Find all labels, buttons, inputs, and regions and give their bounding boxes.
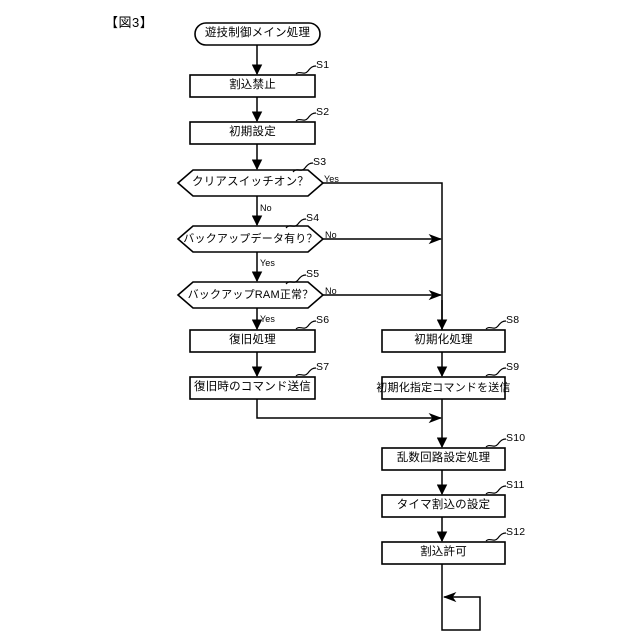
node-s9-label: 初期化指定コマンドを送信 xyxy=(376,381,511,394)
edge-label-s4-no: No xyxy=(325,230,337,240)
node-s4-shape xyxy=(176,225,325,253)
step-tag-s5: S5 xyxy=(306,268,320,280)
leader-s1 xyxy=(295,65,317,75)
leader-s8 xyxy=(485,320,507,330)
step-tag-s7: S7 xyxy=(316,361,330,373)
edge-label-s5-no: No xyxy=(325,286,337,296)
node-s3-shape xyxy=(176,169,325,197)
node-s12-label: 割込許可 xyxy=(420,546,467,559)
leader-s9 xyxy=(485,367,507,377)
leader-s5 xyxy=(285,274,307,285)
step-tag-s8: S8 xyxy=(506,314,520,326)
figure-caption: 【図3】 xyxy=(105,15,154,30)
edge-label-s3-no: No xyxy=(260,203,272,213)
leader-s4 xyxy=(285,218,307,229)
leader-s7 xyxy=(295,367,317,377)
leader-s12 xyxy=(485,532,507,542)
leader-s10 xyxy=(485,438,507,448)
node-s7-label: 復旧時のコマンド送信 xyxy=(194,381,311,394)
step-tag-leaders xyxy=(285,65,507,542)
node-s11-label: タイマ割込の設定 xyxy=(396,499,491,512)
step-tag-s11: S11 xyxy=(506,479,525,491)
node-s4-label: バックアップデータ有り？ xyxy=(183,232,318,245)
step-tag-s10: S10 xyxy=(506,432,526,444)
step-tag-s3: S3 xyxy=(313,156,327,168)
node-s8-label: 初期化処理 xyxy=(414,334,473,347)
step-tag-s6: S6 xyxy=(316,314,330,326)
leader-s3 xyxy=(292,162,314,173)
node-s3-label: クリアスイッチオン？ xyxy=(192,176,309,189)
edge-label-s3-yes: Yes xyxy=(324,174,339,184)
leader-s11 xyxy=(485,485,507,495)
node-s10-label: 乱数回路設定処理 xyxy=(396,452,491,465)
node-s5-shape xyxy=(176,281,325,309)
node-s5-label: バックアップRAM正常？ xyxy=(187,288,314,301)
leader-s2 xyxy=(295,112,317,122)
edge-label-s5-yes: Yes xyxy=(260,314,275,324)
node-s6-label: 復旧処理 xyxy=(229,334,276,347)
edge-s3-yes-to-trunk xyxy=(323,182,443,330)
step-tag-s2: S2 xyxy=(316,106,330,118)
edge-s12-loop-back xyxy=(441,564,481,631)
step-tag-s9: S9 xyxy=(506,361,520,373)
step-tag-s1: S1 xyxy=(316,59,330,71)
node-start-label: 遊技制御メイン処理 xyxy=(204,27,311,40)
node-s1-label: 割込禁止 xyxy=(229,79,276,92)
edge-s7-to-trunk xyxy=(256,399,443,424)
step-tag-s12: S12 xyxy=(506,526,526,538)
step-tag-s4: S4 xyxy=(306,212,320,224)
node-s2-label: 初期設定 xyxy=(229,126,276,139)
leader-s6 xyxy=(295,320,317,330)
edge-label-s4-yes: Yes xyxy=(260,258,275,268)
